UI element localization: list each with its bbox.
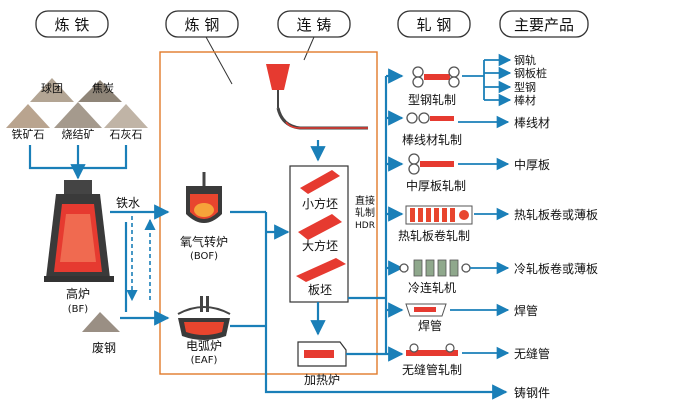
bf-name: 高炉 bbox=[66, 286, 90, 301]
header-leader-casting bbox=[303, 36, 315, 61]
raw-to-bf-arrows bbox=[28, 145, 128, 180]
hdr-line2: 轧制 bbox=[355, 206, 375, 219]
scrap-label: 废钢 bbox=[92, 340, 116, 355]
label-coke: 焦炭 bbox=[92, 82, 114, 95]
continuous-caster-icon bbox=[266, 64, 368, 130]
svg-text:主要产品: 主要产品 bbox=[514, 16, 574, 34]
product-sheet-pile: 钢板桩 bbox=[514, 66, 547, 80]
plate-mill-icon bbox=[408, 153, 454, 175]
product-rail: 钢轨 bbox=[514, 53, 536, 67]
large-billet-label: 大方坯 bbox=[302, 238, 338, 253]
label-iron-ore: 铁矿石 bbox=[12, 128, 45, 141]
mill-section-label: 型钢轧制 bbox=[408, 93, 456, 107]
header-products: 主要产品 bbox=[499, 10, 589, 38]
header-ironmaking: 炼 铁 bbox=[35, 10, 109, 38]
header-casting: 连 铸 bbox=[277, 10, 351, 38]
eaf-furnace-icon bbox=[177, 296, 231, 340]
label-sinter: 烧结矿 bbox=[62, 128, 95, 141]
svg-text:连 铸: 连 铸 bbox=[297, 16, 332, 34]
label-pellet: 球团 bbox=[41, 81, 63, 95]
product-shapes: 型钢 bbox=[514, 80, 536, 94]
eaf-name: 电弧炉 bbox=[186, 339, 222, 353]
bof-code: (BOF) bbox=[190, 251, 218, 262]
eaf-code: (EAF) bbox=[191, 355, 218, 366]
header-rolling: 轧 钢 bbox=[397, 10, 471, 38]
hdr-code: HDR bbox=[355, 221, 375, 231]
cold-mill-icon bbox=[399, 259, 471, 277]
product-arrows bbox=[450, 53, 512, 360]
large-billet-icon bbox=[298, 214, 342, 240]
slab-label: 板坯 bbox=[308, 283, 332, 297]
mill-plate-label: 中厚板轧制 bbox=[406, 178, 466, 193]
header-steelmaking: 炼 钢 bbox=[165, 10, 239, 38]
raw-material-piles bbox=[6, 78, 148, 128]
mill-hot-strip-label: 热轧板卷轧制 bbox=[398, 228, 470, 243]
bof-converter-icon bbox=[186, 172, 222, 223]
scrap-pile-icon bbox=[82, 312, 120, 332]
product-wire-rod: 棒线材 bbox=[514, 116, 550, 130]
blast-furnace-icon bbox=[44, 180, 114, 282]
small-billet-label: 小方坯 bbox=[302, 196, 338, 211]
hot-strip-mill-icon bbox=[405, 205, 473, 225]
product-plate: 中厚板 bbox=[514, 157, 550, 172]
mill-seamless-label: 无缝管轧制 bbox=[402, 362, 462, 377]
hdr-line1: 直接 bbox=[355, 194, 375, 207]
product-casting: 铸钢件 bbox=[514, 385, 550, 400]
product-bar: 棒材 bbox=[514, 93, 536, 107]
mill-rod-label: 棒线材轧制 bbox=[402, 133, 462, 147]
svg-text:轧 钢: 轧 钢 bbox=[417, 16, 452, 34]
product-hot-coil: 热轧板卷或薄板 bbox=[514, 207, 598, 222]
reheat-furnace-label: 加热炉 bbox=[304, 373, 340, 387]
hot-metal-label: 铁水 bbox=[116, 196, 140, 210]
product-cold-coil: 冷轧板卷或薄板 bbox=[514, 261, 598, 276]
mill-cold-label: 冷连轧机 bbox=[408, 280, 456, 295]
svg-text:炼 钢: 炼 钢 bbox=[185, 16, 220, 34]
bof-name: 氧气转炉 bbox=[180, 234, 228, 249]
label-limestone: 石灰石 bbox=[110, 127, 143, 141]
section-mill-icon bbox=[412, 66, 460, 88]
slab-icon bbox=[296, 258, 346, 282]
product-seamless-pipe: 无缝管 bbox=[514, 346, 550, 361]
svg-text:炼 铁: 炼 铁 bbox=[55, 16, 90, 34]
header-leader-steelmaking bbox=[205, 36, 233, 85]
reheat-furnace-icon bbox=[297, 341, 347, 367]
bf-code: (BF) bbox=[68, 304, 89, 315]
rod-mill-icon bbox=[406, 112, 454, 124]
small-billet-icon bbox=[300, 170, 340, 194]
mill-welded-label: 焊管 bbox=[418, 318, 442, 333]
welded-pipe-icon bbox=[405, 303, 447, 317]
seamless-mill-icon bbox=[406, 343, 458, 356]
steel-to-caster-flow bbox=[230, 210, 508, 400]
product-welded-pipe: 焊管 bbox=[514, 303, 538, 318]
rolling-bus bbox=[346, 68, 404, 362]
